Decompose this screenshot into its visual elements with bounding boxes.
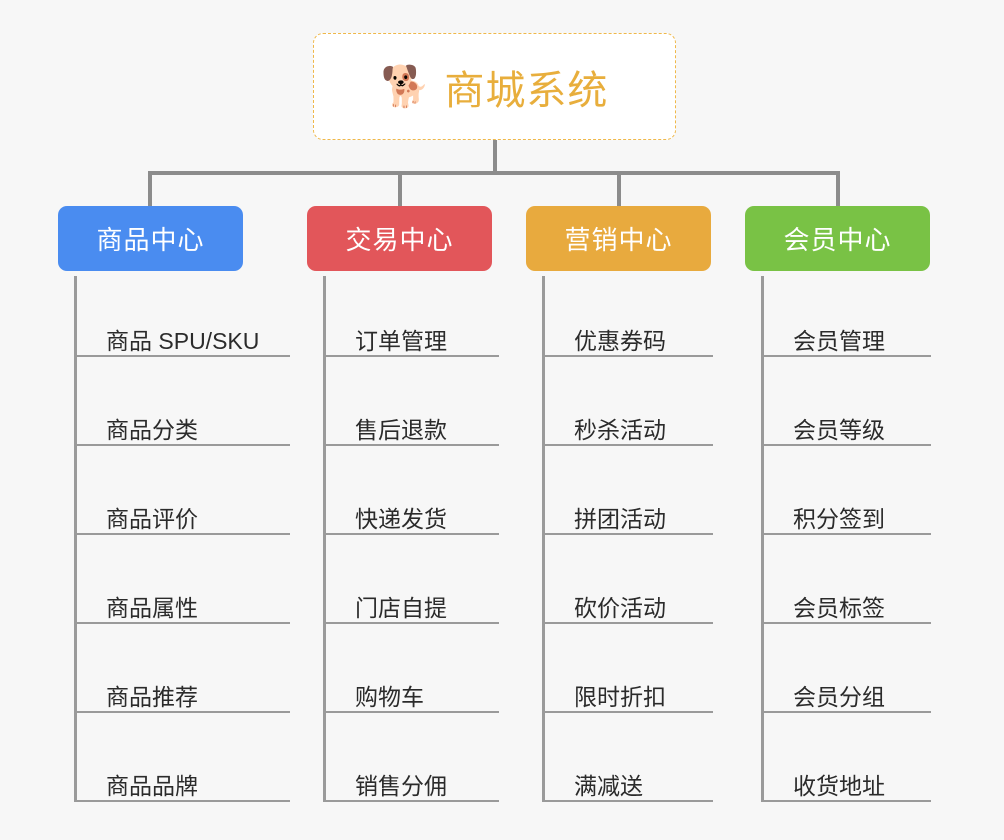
branch-connector-trade-center [398, 171, 402, 208]
leaf-item[interactable]: 商品 SPU/SKU [74, 311, 290, 357]
leaf-item-label: 门店自提 [355, 594, 447, 621]
leaf-item[interactable]: 会员管理 [761, 311, 931, 357]
leaf-item[interactable]: 购物车 [323, 667, 499, 713]
leaf-item-label: 拼团活动 [574, 505, 666, 532]
branch-connector-marketing-center [617, 171, 621, 208]
column-trunk-trade-center [323, 276, 326, 802]
column-trunk-product-center [74, 276, 77, 802]
leaf-item[interactable]: 售后退款 [323, 400, 499, 446]
leaf-item-label: 快递发货 [355, 505, 447, 532]
leaf-item-label: 商品 SPU/SKU [106, 327, 260, 354]
leaf-item[interactable]: 砍价活动 [542, 578, 713, 624]
root-node[interactable]: 🐕 商城系统 [313, 33, 676, 140]
leaf-item-label: 商品推荐 [106, 683, 198, 710]
leaf-item[interactable]: 积分签到 [761, 489, 931, 535]
column-trunk-marketing-center [542, 276, 545, 802]
leaf-item[interactable]: 限时折扣 [542, 667, 713, 713]
leaf-item[interactable]: 商品品牌 [74, 756, 290, 802]
leaf-item-label: 订单管理 [355, 327, 447, 354]
category-header-label: 商品中心 [96, 225, 205, 255]
leaf-item[interactable]: 优惠券码 [542, 311, 713, 357]
leaf-item-label: 商品评价 [106, 505, 198, 532]
category-header-label: 交易中心 [345, 225, 454, 255]
category-header-member-center[interactable]: 会员中心 [745, 206, 930, 271]
leaf-item[interactable]: 收货地址 [761, 756, 931, 802]
bus-connector [148, 171, 840, 175]
category-header-label: 会员中心 [783, 225, 892, 255]
branch-connector-product-center [148, 171, 152, 208]
leaf-item-label: 会员分组 [793, 683, 885, 710]
leaf-item-label: 销售分佣 [355, 772, 447, 799]
leaf-item[interactable]: 拼团活动 [542, 489, 713, 535]
leaf-item[interactable]: 商品属性 [74, 578, 290, 624]
leaf-item[interactable]: 商品评价 [74, 489, 290, 535]
leaf-item-label: 会员等级 [793, 416, 885, 443]
shiba-inu-icon: 🐕 [380, 64, 431, 109]
category-header-product-center[interactable]: 商品中心 [58, 206, 243, 271]
leaf-item[interactable]: 商品分类 [74, 400, 290, 446]
leaf-item-label: 限时折扣 [574, 683, 666, 710]
root-drop-connector [493, 140, 497, 173]
leaf-item-label: 积分签到 [793, 505, 885, 532]
leaf-item-label: 商品分类 [106, 416, 198, 443]
category-header-marketing-center[interactable]: 营销中心 [526, 206, 711, 271]
leaf-item-label: 购物车 [355, 683, 424, 710]
leaf-item-label: 会员管理 [793, 327, 885, 354]
leaf-item[interactable]: 销售分佣 [323, 756, 499, 802]
leaf-item-label: 秒杀活动 [574, 416, 666, 443]
leaf-item[interactable]: 会员等级 [761, 400, 931, 446]
leaf-item-label: 售后退款 [355, 416, 447, 443]
leaf-item[interactable]: 满减送 [542, 756, 713, 802]
leaf-item-label: 砍价活动 [574, 594, 666, 621]
leaf-item-label: 优惠券码 [574, 327, 666, 354]
leaf-item[interactable]: 快递发货 [323, 489, 499, 535]
leaf-item-label: 满减送 [574, 772, 643, 799]
leaf-item[interactable]: 订单管理 [323, 311, 499, 357]
leaf-item[interactable]: 秒杀活动 [542, 400, 713, 446]
leaf-item-label: 会员标签 [793, 594, 885, 621]
category-header-trade-center[interactable]: 交易中心 [307, 206, 492, 271]
leaf-item-label: 商品品牌 [106, 772, 198, 799]
leaf-item[interactable]: 商品推荐 [74, 667, 290, 713]
branch-connector-member-center [836, 171, 840, 208]
leaf-item[interactable]: 会员标签 [761, 578, 931, 624]
category-header-label: 营销中心 [564, 225, 673, 255]
leaf-item[interactable]: 门店自提 [323, 578, 499, 624]
leaf-item-label: 商品属性 [106, 594, 198, 621]
leaf-item-label: 收货地址 [793, 772, 885, 799]
root-title: 商城系统 [444, 68, 609, 113]
column-trunk-member-center [761, 276, 764, 802]
leaf-item[interactable]: 会员分组 [761, 667, 931, 713]
